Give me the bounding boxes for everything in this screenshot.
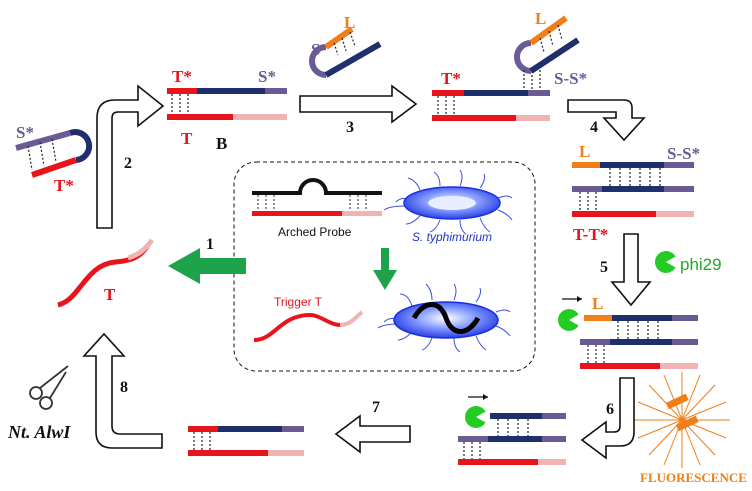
fluorescence-burst xyxy=(634,372,730,468)
label-t-star-top: T* xyxy=(172,67,192,86)
label-trigger: Trigger T xyxy=(274,295,323,309)
extended-complex xyxy=(572,162,694,217)
label-t-top: T xyxy=(181,129,193,148)
label-l-mid: L xyxy=(535,9,546,28)
label-l-probe: L xyxy=(344,13,355,32)
step-5-arrow xyxy=(610,233,652,307)
step-6-number: 6 xyxy=(606,401,614,418)
step-1-arrow xyxy=(168,248,246,284)
polymerase-complex xyxy=(558,296,698,369)
step-4-number: 4 xyxy=(590,119,598,136)
down-arrow xyxy=(373,248,397,290)
step-3-number: 3 xyxy=(346,119,354,136)
nicked-complex xyxy=(458,394,566,465)
bacterium-dna-icon xyxy=(377,283,511,353)
step-4-arrow xyxy=(567,99,646,142)
step-8-number: 8 xyxy=(120,379,128,396)
trigger-strand-box xyxy=(253,312,341,342)
hairpin-probe-top xyxy=(309,26,382,78)
label-phi29: phi29 xyxy=(680,255,722,274)
label-s-star-top: S* xyxy=(258,67,276,86)
arched-probe xyxy=(252,178,382,216)
step-7-arrow xyxy=(334,414,411,454)
step-2-arrow xyxy=(96,84,165,229)
label-l-right: L xyxy=(579,142,590,161)
step-5-number: 5 xyxy=(600,259,608,276)
label-s-probe: S xyxy=(311,40,320,59)
label-fluorescence: FLUORESCENCE xyxy=(640,470,747,485)
step-8-arrow xyxy=(82,332,163,449)
recycled-duplex xyxy=(188,426,304,456)
label-t-star-mid: T* xyxy=(441,69,461,88)
label-tt-star: T-T* xyxy=(573,225,608,244)
label-b: B xyxy=(216,134,227,153)
label-s-star-left: S* xyxy=(16,123,34,142)
step-2-number: 2 xyxy=(124,155,132,172)
label-t-star-left: T* xyxy=(54,176,74,195)
label-enzyme: Nt. AlwI xyxy=(7,422,71,442)
duplex-b xyxy=(167,88,287,120)
bacterium-icon xyxy=(383,169,513,235)
step-1-number: 1 xyxy=(206,236,214,253)
label-l-poly: L xyxy=(592,294,603,313)
step-3-arrow xyxy=(299,84,418,124)
step-6-arrow xyxy=(580,377,635,460)
duplex-with-probe xyxy=(432,15,580,121)
hairpin-s-star xyxy=(15,129,93,178)
label-ss-star-mid: S-S* xyxy=(554,69,587,88)
label-t-left: T xyxy=(104,285,116,304)
label-species: S. typhimurium xyxy=(412,230,492,244)
label-arched-probe: Arched Probe xyxy=(278,225,352,239)
phi29-icon xyxy=(655,251,680,273)
step-7-number: 7 xyxy=(372,399,380,416)
label-ss-star-right: S-S* xyxy=(667,144,700,163)
scissors-icon xyxy=(29,365,69,410)
